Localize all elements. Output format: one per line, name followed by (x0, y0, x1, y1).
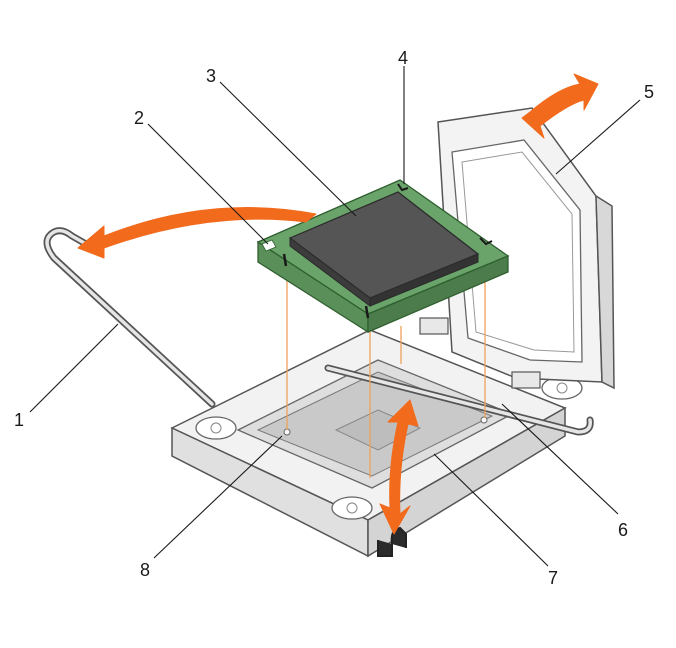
socket-release-lever (43, 227, 216, 408)
callout-3: 3 (206, 66, 216, 86)
callout-8: 8 (140, 560, 150, 580)
shield-hinge-left (419, 317, 449, 335)
leader-8 (153, 435, 283, 559)
socket-base-side-right (367, 406, 566, 558)
lever-swing-arrow (77, 207, 317, 259)
socket-front-hook (377, 526, 407, 557)
callout-4: 4 (398, 48, 408, 68)
socket-key-right (480, 416, 488, 424)
leader-3 (219, 81, 357, 217)
leader-6 (501, 403, 619, 515)
release-lever-highlight (326, 366, 592, 434)
shield-hinge-right (511, 371, 541, 389)
leader-2 (147, 123, 269, 245)
processor-notch-bottom (364, 305, 370, 319)
callout-7: 7 (548, 568, 558, 588)
socket-release-lever-highlight (45, 228, 214, 406)
callout-2: 2 (134, 108, 144, 128)
processor-pcb-side-right (367, 255, 509, 333)
shield-swing-arrow (521, 73, 599, 139)
leader-5 (555, 99, 641, 175)
callout-labels: 1 2 3 4 5 6 7 8 (14, 48, 654, 588)
processor-notch-right (479, 237, 493, 246)
screw-hole-bottom (331, 496, 373, 520)
callout-5: 5 (644, 82, 654, 102)
processor-notch-top (397, 183, 409, 192)
leader-1 (29, 323, 119, 413)
processor-notch-left (282, 253, 288, 267)
pin-1-indicator (261, 239, 277, 252)
processor-shield-thickness (595, 194, 615, 390)
processor-shield-inner-edge (461, 151, 575, 353)
processor-die-side-right (369, 253, 479, 307)
callout-6: 6 (618, 520, 628, 540)
callout-1: 1 (14, 410, 24, 430)
processor (256, 179, 510, 334)
alignment-guides (286, 270, 486, 478)
callout-leaders (29, 66, 641, 567)
screw-hole-left (195, 416, 237, 440)
leader-7 (433, 453, 549, 567)
release-lever-swing-arrow (379, 399, 419, 535)
